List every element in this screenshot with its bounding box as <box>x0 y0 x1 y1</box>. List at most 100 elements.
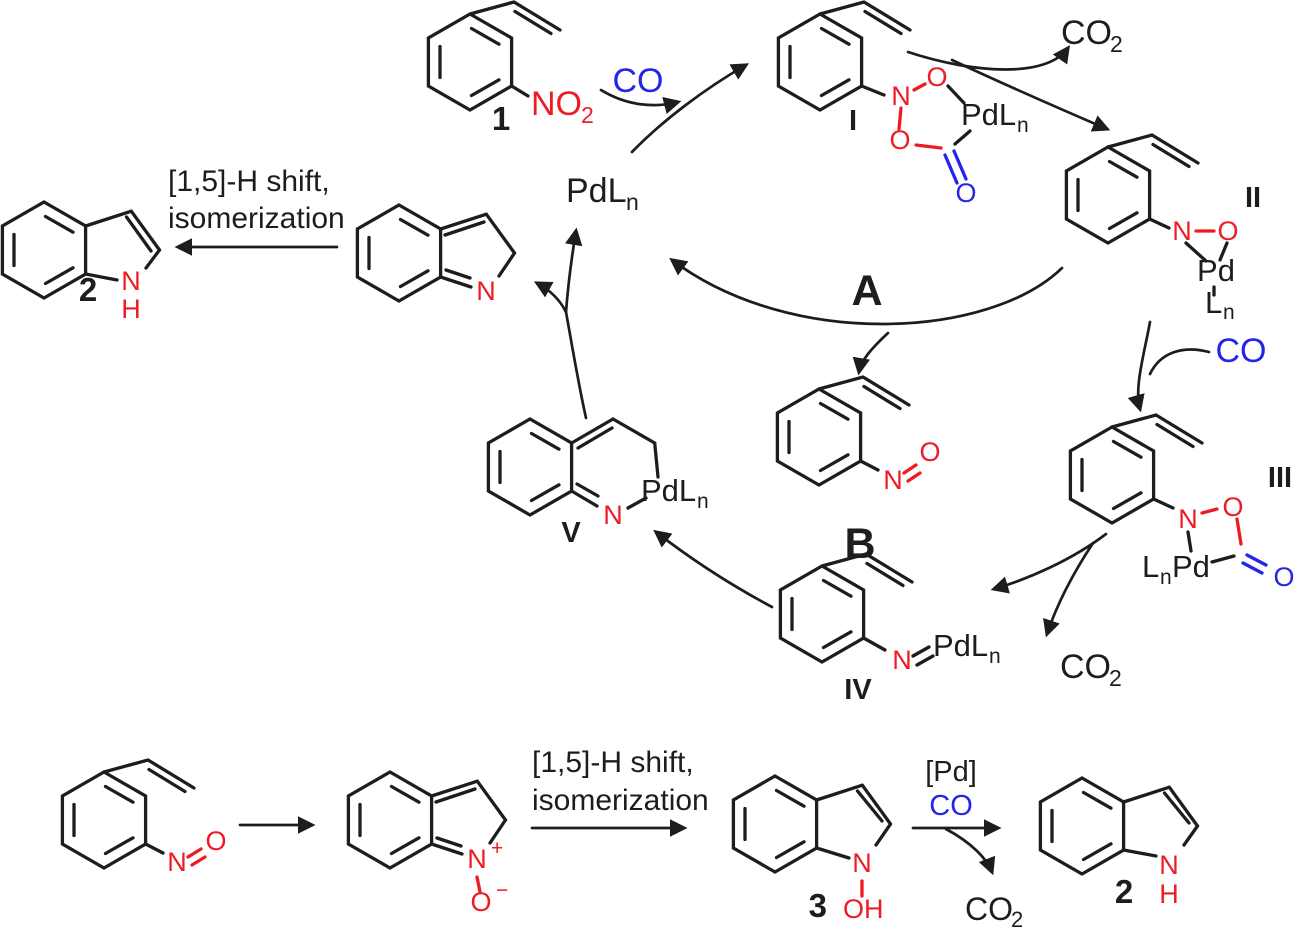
arrow-path-a-to-nitroso <box>852 331 890 376</box>
arrow-IV-to-V <box>653 529 774 609</box>
nitrogen-label: N <box>167 847 187 877</box>
oxygen-label: O <box>1217 216 1238 246</box>
path-b-label: B <box>844 520 875 568</box>
bottom-nitroso-styrene-structure: N O <box>60 758 227 877</box>
oxygen-top-label: O <box>926 62 947 92</box>
co2-subscript: 2 <box>1109 665 1122 691</box>
pdln-label: PdL <box>566 172 627 210</box>
nitroso-styrene-structure: N O <box>775 375 941 495</box>
plus-charge: + <box>491 837 503 860</box>
arrow-1-to-I <box>630 63 750 154</box>
noxide-indolenine-structure: N + O − <box>346 770 508 917</box>
bonds <box>569 417 660 510</box>
compound-1-structure: NO 2 1 <box>426 0 594 137</box>
arrow-I-to-co2 <box>906 45 1071 71</box>
intermediate-V-number: V <box>561 517 581 549</box>
arrow-V-to-pdln <box>564 227 583 314</box>
co2-release-bottom: CO 2 <box>965 891 1023 932</box>
path-a-label: A <box>851 267 882 315</box>
nitrogen-label: N <box>883 465 903 495</box>
co2-subscript: 2 <box>1110 31 1123 57</box>
bottom-indole-product-structure: N H 2 <box>1038 776 1200 910</box>
pd-label: Pd <box>1172 549 1210 584</box>
pdln-subscript: n <box>1017 114 1029 137</box>
bonds <box>861 636 935 667</box>
nitrogen-label: N <box>892 645 912 675</box>
shift-line2: isomerization <box>168 202 345 235</box>
arrow-V-to-indolenine <box>533 281 588 420</box>
pd-catalyst-label: [Pd] <box>925 756 977 788</box>
intermediate-V-structure: N PdL n V <box>486 417 709 549</box>
bonds <box>509 84 530 98</box>
pdln-label: PdL <box>641 473 696 508</box>
nitrogen-label: N <box>1159 850 1179 880</box>
shift-line1: [1,5]-H shift, <box>168 165 330 198</box>
bonds <box>859 82 972 185</box>
bonds <box>438 212 517 289</box>
arrow-II-to-III <box>1127 320 1152 413</box>
bonds <box>143 842 207 867</box>
reaction-arrows <box>174 45 1211 638</box>
shift-annotation-top: [1,5]-H shift, isomerization <box>168 165 345 235</box>
co2-subscript: 2 <box>1011 907 1023 932</box>
co2-release-top: CO 2 <box>1061 14 1123 57</box>
co-label: CO <box>929 790 973 822</box>
compound-3-number: 3 <box>809 887 827 924</box>
minus-charge: − <box>496 879 508 902</box>
pd-co-step: [Pd] CO <box>925 756 977 822</box>
co2-label: CO <box>1060 648 1111 686</box>
arrow-I-to-II <box>950 58 1111 132</box>
co-reagent-label-right: CO <box>1216 332 1267 370</box>
nitrogen-label: N <box>467 844 487 874</box>
oxygen-left-label: O <box>889 125 910 155</box>
nitrogen-label: N <box>1172 216 1192 246</box>
hydroxyindole-structure: N OH 3 <box>731 774 893 924</box>
shift-line2: isomerization <box>532 784 709 817</box>
oxygen-label: O <box>919 437 940 467</box>
oxide-oxygen-label: O <box>470 887 491 917</box>
arrow-path-a-to-pdln <box>669 257 1064 326</box>
intermediate-III-number: III <box>1268 462 1292 494</box>
nitrogen-label: N <box>476 276 496 306</box>
ligand-subscript: n <box>1223 301 1235 324</box>
shift-line1: [1,5]-H shift, <box>532 746 694 779</box>
compound-1-number: 1 <box>492 100 510 137</box>
bonds <box>1121 785 1200 858</box>
nitrogen-label: N <box>121 266 141 296</box>
co2-label: CO <box>965 891 1013 927</box>
shift-annotation-bottom: [1,5]-H shift, isomerization <box>532 746 709 817</box>
bonds <box>1151 497 1268 575</box>
catalyst-label: PdL n <box>566 172 639 215</box>
ligand-label: L <box>1205 285 1222 320</box>
ligand-subscript: n <box>1160 566 1172 589</box>
indole-product-structure: N H 2 <box>0 200 162 324</box>
bonds <box>1147 217 1229 297</box>
pdln-subscript: n <box>626 189 639 215</box>
co2-label: CO <box>1061 14 1112 52</box>
carbonyl-oxygen-label: O <box>1273 562 1294 592</box>
pdln-label: PdL <box>933 628 988 663</box>
intermediate-II-number: II <box>1245 182 1261 214</box>
oh-label: OH <box>843 894 884 924</box>
pd-label: Pd <box>1197 253 1235 288</box>
ligand-label: L <box>1142 549 1159 584</box>
oxygen-label: O <box>205 826 226 856</box>
no2-label: NO <box>531 85 582 123</box>
no2-subscript: 2 <box>581 102 594 128</box>
bonds <box>814 783 893 898</box>
intermediate-II-structure: N O Pd L n II <box>1064 133 1261 324</box>
nitrogen-label: N <box>891 81 911 111</box>
product-2-number: 2 <box>79 271 97 308</box>
nh-hydrogen-label: H <box>121 294 141 324</box>
co2-release-right: CO 2 <box>1060 648 1122 691</box>
product-2-number: 2 <box>1115 873 1133 910</box>
nitrogen-label: N <box>852 848 872 878</box>
nitrogen-label: N <box>603 500 623 530</box>
intermediate-IV-structure: N PdL n IV <box>778 552 1001 706</box>
arrow-co-swoosh-right <box>1148 348 1211 376</box>
intermediate-I-structure: N O O O PdL n I <box>776 0 1029 208</box>
bonds <box>429 779 508 894</box>
carbonyl-oxygen-label: O <box>955 178 976 208</box>
intermediate-IV-number: IV <box>844 674 872 706</box>
